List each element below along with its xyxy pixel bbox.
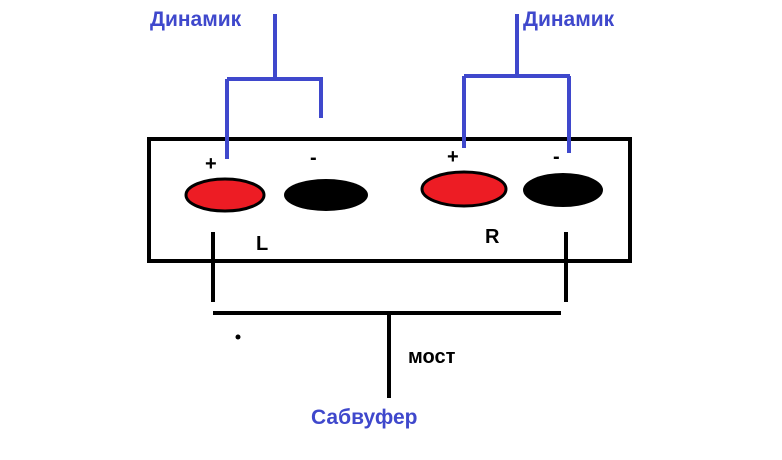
right-minus-sign: - [553,146,560,168]
amplifier-box [147,137,632,263]
subwoofer-label: Сабвуфер [311,406,417,429]
left-plus-sign: + [205,153,217,175]
left-channel-label: L [256,233,268,255]
left-speaker-wiring [225,14,323,159]
left-speaker-label: Динамик [150,8,242,31]
right-minus-terminal [523,173,603,207]
bridge-wiring [211,232,568,398]
left-minus-sign: - [310,147,317,169]
right-plus-terminal [420,170,508,208]
bridge-label: мост [408,346,456,368]
right-speaker-wiring [462,14,571,153]
right-speaker-label: Динамик [523,8,615,31]
left-plus-terminal [184,177,266,213]
right-plus-sign: + [447,146,459,168]
left-minus-terminal [284,179,368,211]
stray-dot [235,334,241,340]
right-channel-label: R [485,226,500,248]
